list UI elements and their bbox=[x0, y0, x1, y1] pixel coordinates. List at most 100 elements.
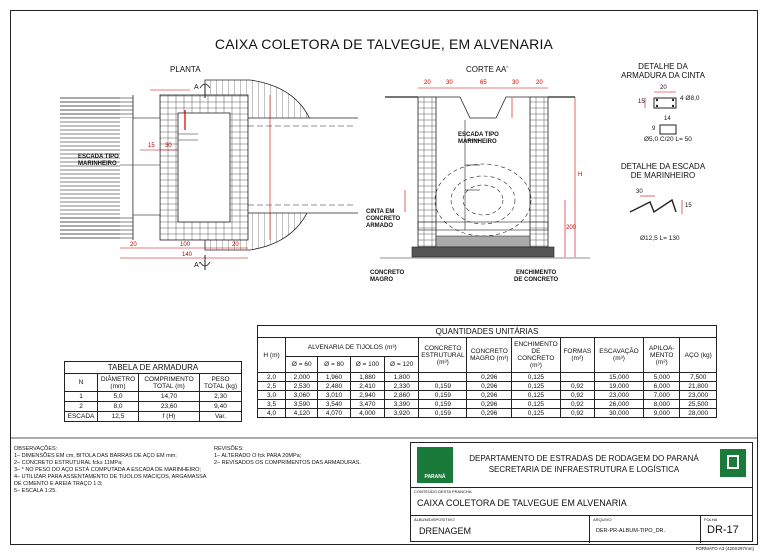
enchimento-line1: ENCHIMENTO bbox=[516, 270, 557, 276]
tb-bottom-row: ÁLBUM/DISPOSITIVO DRENAGEM ARQUIVO DER-P… bbox=[411, 515, 752, 543]
qu-cell: 28,000 bbox=[679, 408, 717, 418]
arm-h0: N bbox=[64, 373, 98, 392]
qu-cell: 4,0 bbox=[256, 408, 287, 418]
dim-corte-200: 200 bbox=[566, 225, 577, 231]
arm-cell: 23,60 bbox=[138, 401, 200, 412]
qu-cell bbox=[559, 372, 596, 382]
qu-cell: 0,92 bbox=[559, 408, 596, 418]
observacao-item: 4– UTILIZAR PARA ASSENTAMENTO DE TIJOLOS… bbox=[14, 474, 207, 487]
enchimento-note: ENCHIMENTO DE CONCRETO bbox=[514, 270, 558, 284]
cinta-title: DETALHE DA ARMADURA DA CINTA bbox=[608, 62, 718, 80]
qu-col-6: AÇO (kg) bbox=[679, 337, 717, 373]
dim-corte-h: H bbox=[578, 172, 583, 178]
qu-cell: 5,000 bbox=[642, 372, 681, 382]
qu-cell: 0,159 bbox=[418, 381, 468, 391]
qu-cell: 4,070 bbox=[317, 408, 351, 418]
planta-escada-note: ESCADA TIPO MARINHEIRO bbox=[78, 154, 119, 168]
qu-cell: 23,000 bbox=[594, 390, 644, 400]
observacao-item: 5– ESCALA 1:25. bbox=[14, 488, 57, 494]
qu-cell: 8,000 bbox=[642, 399, 681, 409]
tb-folha: DR-17 bbox=[707, 524, 739, 536]
qu-cell: 1,800 bbox=[384, 372, 420, 382]
qu-d1: Ø = 80 bbox=[317, 356, 351, 373]
cinta-line3: ARMADO bbox=[366, 223, 393, 229]
arm-cell: 5,0 bbox=[97, 391, 139, 402]
arm-h1: DIÂMETRO (mm) bbox=[97, 373, 139, 392]
tb-header: DEPARTAMENTO DE ESTRADAS DE RODAGEM DO P… bbox=[459, 453, 709, 475]
qu-cell: 3,470 bbox=[349, 399, 386, 409]
escada-bar-label: Ø12,5 L= 130 bbox=[640, 235, 680, 242]
observacao-item: 1– DIMENSÕES EM cm, BITOLA DAS BARRAS DE… bbox=[14, 453, 177, 459]
title-block: PARANÁ DEPARTAMENTO DE ESTRADAS DE RODAG… bbox=[410, 442, 753, 543]
qu-d0: Ø = 60 bbox=[285, 356, 319, 373]
qu-col-5: APILOA- MENTO (m²) bbox=[642, 337, 681, 373]
dim-planta-3: 20 bbox=[232, 242, 239, 248]
qu-cell: 0,159 bbox=[418, 399, 468, 409]
qu-cell: 2,5 bbox=[256, 381, 287, 391]
qu-cell: 26,000 bbox=[594, 399, 644, 409]
corte-title: CORTE AA' bbox=[466, 65, 508, 74]
arm-cell: 2 bbox=[64, 401, 98, 412]
qu-cell: 3,590 bbox=[285, 399, 319, 409]
qu-cell: 2,410 bbox=[349, 381, 386, 391]
qu-alvenaria: ALVENARIA DE TIJOLOS (m³) bbox=[285, 337, 420, 357]
dim-escada-2: 15 bbox=[685, 203, 692, 209]
tb-dept: DEPARTAMENTO DE ESTRADAS DE RODAGEM DO P… bbox=[469, 454, 699, 463]
qu-cell: 1,880 bbox=[349, 372, 386, 382]
qu-cell: 19,000 bbox=[594, 381, 644, 391]
revisao-item: 2– REVISADOS OS COMPRIMENTOS DAS ARMADUR… bbox=[214, 460, 361, 466]
qu-cell: 3,5 bbox=[256, 399, 287, 409]
dim-corte-1: 20 bbox=[424, 80, 431, 86]
qu-cell: 2,0 bbox=[256, 372, 287, 382]
magro-line2: MAGRO bbox=[370, 277, 393, 283]
cinta-title-line2: ARMADURA DA CINTA bbox=[621, 71, 705, 80]
arm-cell: f (H) bbox=[138, 411, 200, 422]
revisao-item: 1– ALTERADO O fck PARA 20MPa; bbox=[214, 453, 302, 459]
dim-planta-4: 140 bbox=[182, 252, 193, 258]
arm-cell: ESCADA bbox=[64, 411, 98, 422]
corte-escada-line1: ESCADA TIPO bbox=[458, 132, 499, 138]
observacoes: OBSERVAÇÕES: 1– DIMENSÕES EM cm, BITOLA … bbox=[14, 446, 214, 495]
cinta-note: CINTA EM CONCRETO ARMADO bbox=[366, 209, 400, 230]
qu-cell: 0,92 bbox=[559, 390, 596, 400]
corte-escada-line2: MARINHEIRO bbox=[458, 139, 497, 145]
qu-col-1: CONCRETO MAGRO (m³) bbox=[466, 337, 513, 373]
revisoes: REVISÕES: 1– ALTERADO O fck PARA 20MPa; … bbox=[214, 446, 404, 467]
qu-cell: 3,0 bbox=[256, 390, 287, 400]
arm-cell: 12,5 bbox=[97, 411, 139, 422]
qu-cell: 4,000 bbox=[349, 408, 386, 418]
qu-cell: 6,000 bbox=[642, 381, 681, 391]
qu-col-4: ESCAVAÇÃO (m³) bbox=[594, 337, 644, 373]
arm-cell: 1 bbox=[64, 391, 98, 402]
planta-escada-line1: ESCADA TIPO bbox=[78, 154, 119, 160]
qu-d2: Ø = 100 bbox=[349, 356, 386, 373]
qu-h-label: H (m) bbox=[256, 337, 287, 373]
arm-h2: COMPRIMENTO TOTAL (m) bbox=[138, 373, 200, 392]
planta-view bbox=[60, 79, 358, 270]
escada-title-line2: DE MARINHEIRO bbox=[630, 171, 696, 180]
qu-cell: 4,120 bbox=[285, 408, 319, 418]
cinta-line1: CINTA EM bbox=[366, 209, 395, 215]
armadura-title: TABELA DE ARMADURA bbox=[64, 361, 242, 373]
qu-cell: 23,000 bbox=[679, 390, 717, 400]
concreto-magro-note: CONCRETO MAGRO bbox=[370, 270, 404, 284]
qu-cell: 7,000 bbox=[642, 390, 681, 400]
tb-conteudo: CAIXA COLETORA DE TALVEGUE EM ALVENARIA bbox=[417, 498, 627, 508]
section-mark-a: A bbox=[194, 84, 199, 91]
cinta-detail bbox=[644, 91, 677, 135]
dim-corte-3: 65 bbox=[480, 80, 487, 86]
parana-logo: PARANÁ bbox=[417, 447, 453, 483]
observacao-item: 2– CONCRETO ESTRUTURAL fck≥ 11MPa; bbox=[14, 460, 123, 466]
qu-cell: 0,296 bbox=[466, 372, 513, 382]
arm-h3: PESO TOTAL (kg) bbox=[199, 373, 242, 392]
tb-album: DRENAGEM bbox=[419, 526, 472, 536]
tb-arquivo: DER-PR-ALBUM-TIPO_DR. bbox=[596, 528, 666, 534]
qu-cell: 0,92 bbox=[559, 399, 596, 409]
